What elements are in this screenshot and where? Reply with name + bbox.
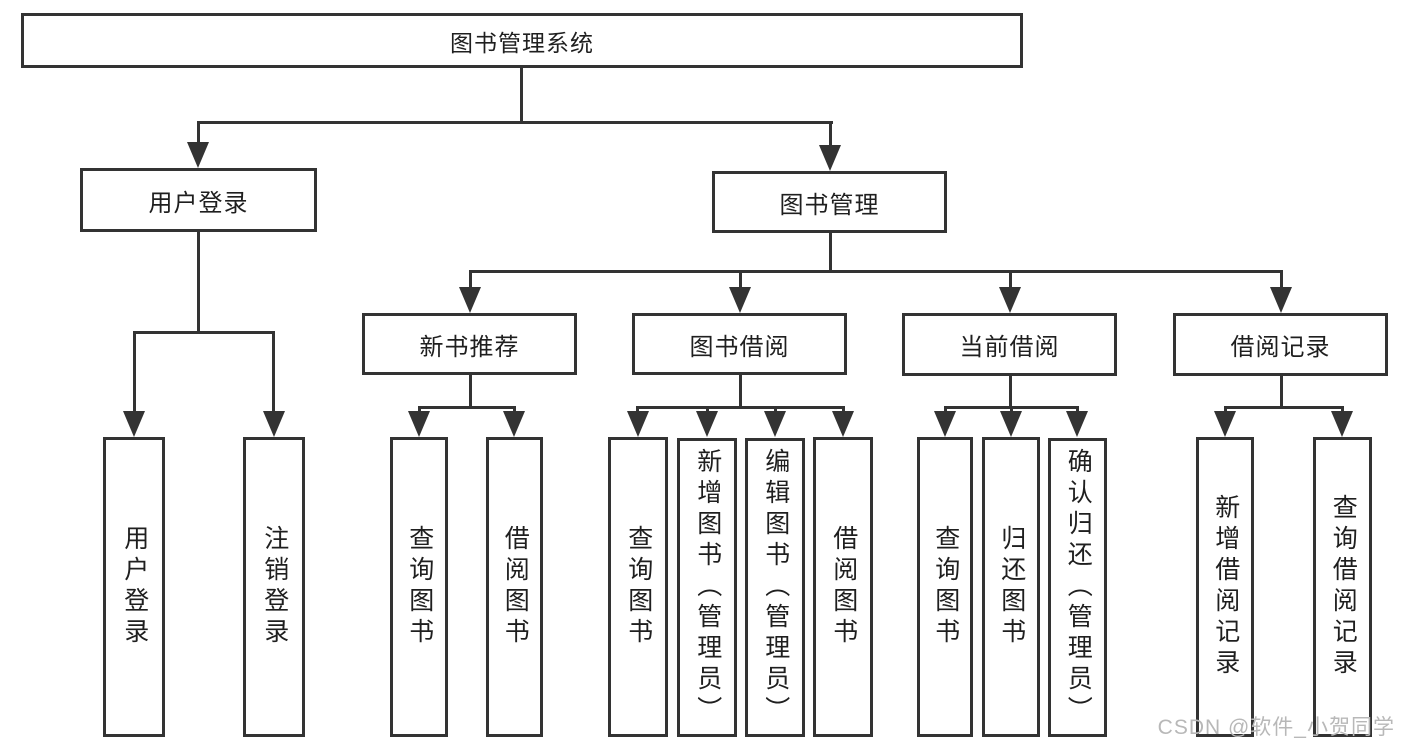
leaf-records-add-record-label: 新增借阅记录: [1211, 494, 1240, 680]
leaf-current-confirm-return-admin: 确认归还（管理员）: [1048, 438, 1107, 737]
arrowhead-borrow-leaf-3: [832, 411, 854, 437]
node-borrow: 图书借阅: [632, 313, 847, 375]
leaf-current-return-books: 归还图书: [982, 437, 1040, 737]
arrowhead-records-leaf-0: [1214, 411, 1236, 437]
node-book-mgmt-label: 图书管理: [779, 191, 880, 219]
connector-recommend-drop-1: [513, 406, 516, 415]
connector-records-drop-1: [1341, 406, 1344, 415]
connector-mgmt-drop-2: [1009, 270, 1012, 289]
node-recommend: 新书推荐: [362, 313, 577, 375]
leaf-current-query-books-label: 查询图书: [931, 525, 960, 649]
node-borrow-label: 图书借阅: [689, 333, 790, 361]
connector-current-drop-1: [1010, 406, 1013, 415]
leaf-recommend-query-books: 查询图书: [390, 437, 448, 737]
arrowhead-current: [999, 287, 1021, 313]
connector-records-drop-0: [1224, 406, 1227, 415]
arrowhead-borrow-leaf-2: [764, 411, 786, 437]
leaf-borrow-query-books-label: 查询图书: [624, 525, 653, 649]
arrowhead-current-leaf-1: [1000, 411, 1022, 437]
leaf-records-add-record: 新增借阅记录: [1196, 437, 1254, 737]
connector-recommend-stem: [469, 375, 472, 409]
connector-root-rail: [197, 121, 833, 124]
arrowhead-recommend-leaf-0: [408, 411, 430, 437]
node-current: 当前借阅: [902, 313, 1117, 376]
connector-mgmt-drop-0: [469, 270, 472, 289]
leaf-current-query-books: 查询图书: [917, 437, 973, 737]
arrowhead-recommend: [459, 287, 481, 313]
connector-borrow-drop-0: [636, 406, 639, 415]
connector-borrow-drop-3: [842, 406, 845, 415]
connector-borrow-stem: [739, 375, 742, 409]
leaf-borrow-edit-books-admin: 编辑图书（管理员）: [745, 438, 805, 737]
leaf-recommend-borrow-books-label: 借阅图书: [501, 525, 530, 649]
connector-user-drop-0: [133, 331, 136, 413]
connector-current-drop-2: [1076, 406, 1079, 415]
connector-root-to-user-login: [197, 121, 200, 146]
connector-current-drop-0: [944, 406, 947, 415]
leaf-user-login-label: 用户登录: [120, 525, 149, 649]
connector-recommend-rail: [418, 406, 516, 409]
arrowhead-recommend-leaf-1: [503, 411, 525, 437]
leaf-borrow-query-books: 查询图书: [608, 437, 668, 737]
node-current-label: 当前借阅: [959, 334, 1060, 361]
connector-user-stem: [197, 232, 200, 334]
connector-records-stem: [1280, 376, 1283, 409]
connector-root-to-book-mgmt: [829, 121, 832, 149]
connector-records-rail: [1224, 406, 1344, 409]
arrowhead-borrow-leaf-0: [627, 411, 649, 437]
connector-borrow-drop-2: [774, 406, 777, 415]
leaf-logout-label: 注销登录: [260, 525, 289, 649]
arrowhead-borrow: [729, 287, 751, 313]
connector-borrow-rail: [636, 406, 845, 409]
leaf-borrow-add-books-admin-label: 新增图书（管理员）: [693, 448, 722, 727]
connector-mgmt-drop-3: [1280, 270, 1283, 289]
arrowhead-user-leaf-1: [263, 411, 285, 437]
leaf-records-query-record: 查询借阅记录: [1313, 437, 1372, 737]
connector-borrow-drop-1: [706, 406, 709, 415]
connector-root-stem: [520, 68, 523, 124]
node-root: 图书管理系统: [21, 13, 1023, 68]
leaf-recommend-borrow-books: 借阅图书: [486, 437, 543, 737]
connector-current-stem: [1009, 376, 1012, 409]
arrowhead-current-leaf-2: [1066, 411, 1088, 437]
connector-user-drop-1: [272, 331, 275, 413]
connector-recommend-drop-0: [418, 406, 421, 415]
leaf-logout: 注销登录: [243, 437, 305, 737]
node-user-login: 用户登录: [80, 168, 317, 232]
node-root-label: 图书管理系统: [450, 29, 594, 56]
node-book-mgmt: 图书管理: [712, 171, 947, 233]
leaf-current-confirm-return-admin-label: 确认归还（管理员）: [1064, 448, 1093, 727]
arrowhead-user-leaf-0: [123, 411, 145, 437]
leaf-user-login: 用户登录: [103, 437, 165, 737]
arrowhead-borrow-leaf-1: [696, 411, 718, 437]
connector-mgmt-rail: [469, 270, 1283, 273]
leaf-borrow-edit-books-admin-label: 编辑图书（管理员）: [761, 448, 790, 727]
node-user-login-label: 用户登录: [148, 189, 249, 217]
connector-user-rail: [133, 331, 275, 334]
connector-mgmt-stem: [829, 233, 832, 273]
connector-mgmt-drop-1: [739, 270, 742, 289]
node-recommend-label: 新书推荐: [419, 333, 520, 361]
leaf-current-return-books-label: 归还图书: [997, 525, 1026, 649]
leaf-borrow-borrow-books: 借阅图书: [813, 437, 873, 737]
arrowhead-records-leaf-1: [1331, 411, 1353, 437]
arrowhead-current-leaf-0: [934, 411, 956, 437]
node-records: 借阅记录: [1173, 313, 1388, 376]
leaf-recommend-query-books-label: 查询图书: [405, 525, 434, 649]
leaf-borrow-add-books-admin: 新增图书（管理员）: [677, 438, 737, 737]
arrowhead-user-login: [187, 142, 209, 168]
leaf-borrow-borrow-books-label: 借阅图书: [829, 525, 858, 649]
leaf-records-query-record-label: 查询借阅记录: [1329, 494, 1358, 680]
arrowhead-records: [1270, 287, 1292, 313]
csdn-watermark: CSDN @软件_小贺同学: [1157, 716, 1395, 739]
node-records-label: 借阅记录: [1230, 334, 1331, 361]
arrowhead-book-mgmt: [819, 145, 841, 171]
